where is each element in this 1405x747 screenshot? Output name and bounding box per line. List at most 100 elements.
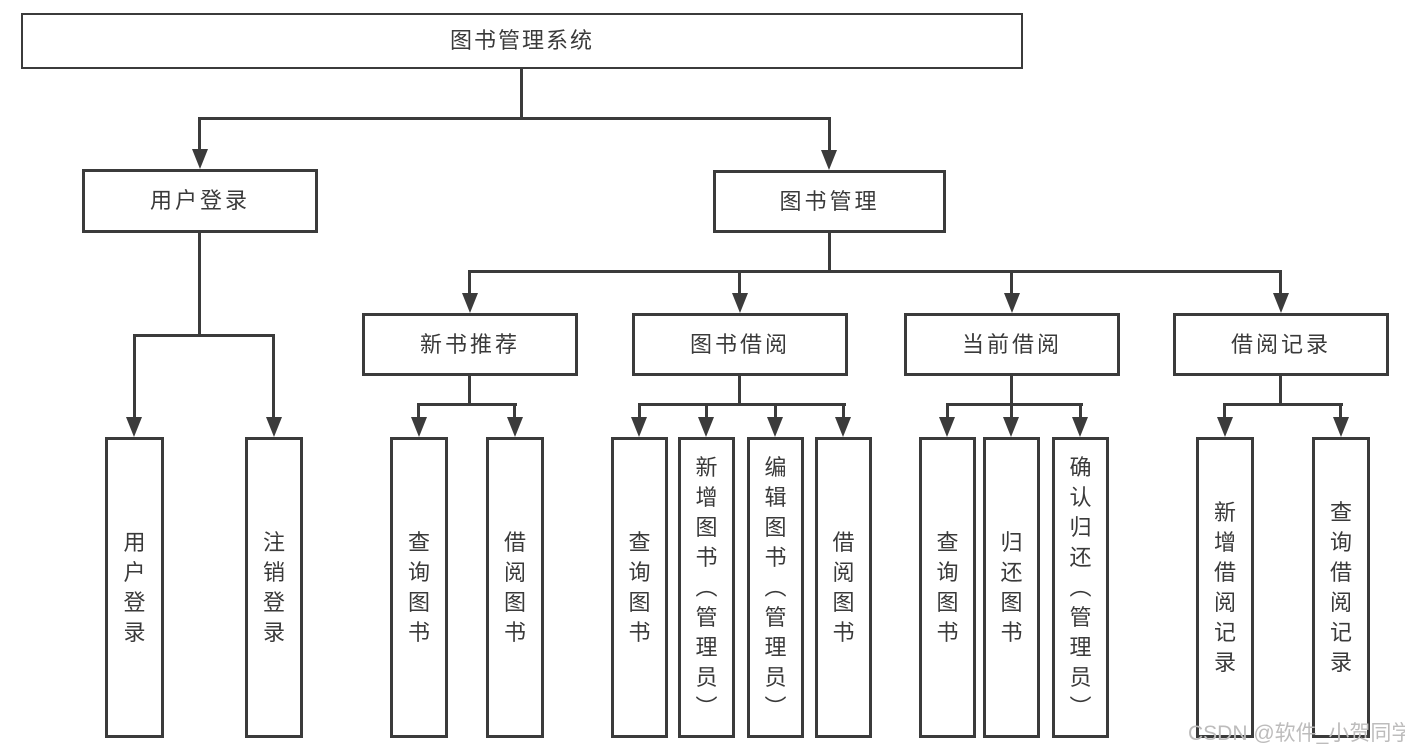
connector-borrow-record-stem — [1279, 376, 1282, 406]
vertical-char: 新 — [1213, 499, 1236, 525]
vertical-char: 借 — [1213, 559, 1236, 585]
vertical-char: 图 — [936, 589, 959, 615]
node-borrowing-records: 借阅记录 — [1173, 313, 1389, 376]
connector-root-stem — [520, 69, 523, 119]
vertical-char: 书 — [503, 619, 526, 645]
vertical-char: 确 — [1069, 454, 1092, 480]
leaf-user-login: 用户登录 — [105, 437, 164, 738]
connector-book-borrow-bar — [638, 403, 846, 406]
vertical-char: 理 — [764, 634, 787, 660]
connector-current-borrow-stem — [1010, 376, 1013, 406]
connector-current-borrow-bar — [946, 403, 1083, 406]
vertical-char: 记 — [1329, 619, 1352, 645]
arrowhead-query-books-1 — [411, 417, 427, 437]
connector-level3-bar — [468, 270, 1282, 273]
connector-shaft-confirm-return — [1079, 403, 1082, 417]
vertical-char: 书 — [764, 544, 787, 570]
arrowhead-borrow-books-1 — [507, 417, 523, 437]
vertical-char: ︶ — [1069, 694, 1092, 720]
vertical-char: 员 — [764, 664, 787, 690]
arrowhead-current-borrow — [1004, 293, 1020, 313]
vertical-char: 编 — [764, 454, 787, 480]
connector-shaft-current-borrow — [1010, 270, 1013, 294]
connector-shaft-book-borrow — [738, 270, 741, 294]
arrowhead-book-borrow — [732, 293, 748, 313]
vertical-char: 管 — [1069, 604, 1092, 630]
vertical-char: ︵ — [1069, 574, 1092, 600]
leaf-query-books: 查询图书 — [611, 437, 668, 738]
connector-shaft-query-record — [1339, 403, 1342, 417]
connector-shaft-query-books-2 — [638, 403, 641, 417]
vertical-char: 书 — [628, 619, 651, 645]
vertical-char: 录 — [1329, 649, 1352, 675]
leaf-add-borrow-record: 新增借阅记录 — [1196, 437, 1254, 738]
vertical-char: 询 — [628, 559, 651, 585]
node-library-management-system: 图书管理系统 — [21, 13, 1023, 69]
leaf-edit-books-admin: 编辑图书︵管理员︶ — [747, 437, 804, 738]
connector-user-login-bar — [133, 334, 275, 337]
vertical-char: 借 — [832, 529, 855, 555]
vertical-char: 借 — [1329, 559, 1352, 585]
arrowhead-leaf-logout — [266, 417, 282, 437]
node-new-book-recommendation: 新书推荐 — [362, 313, 578, 376]
vertical-char: 书 — [1000, 619, 1023, 645]
vertical-char: 销 — [262, 559, 285, 585]
arrowhead-borrow-record — [1273, 293, 1289, 313]
vertical-char: 管 — [764, 604, 787, 630]
vertical-char: 用 — [123, 529, 146, 555]
vertical-char: 询 — [1329, 529, 1352, 555]
vertical-char: 登 — [262, 589, 285, 615]
vertical-char: 登 — [123, 589, 146, 615]
arrowhead-query-books-3 — [939, 417, 955, 437]
vertical-char: 询 — [936, 559, 959, 585]
vertical-char: 书 — [832, 619, 855, 645]
node-current-borrowing: 当前借阅 — [904, 313, 1120, 376]
vertical-char: ︵ — [764, 574, 787, 600]
connector-user-login-stem — [198, 233, 201, 336]
connector-shaft-user-login — [198, 117, 201, 151]
vertical-char: 录 — [262, 619, 285, 645]
vertical-char: 理 — [1069, 634, 1092, 660]
leaf-borrow-books: 借阅图书 — [486, 437, 544, 738]
vertical-char: ︵ — [695, 574, 718, 600]
node-book-borrowing: 图书借阅 — [632, 313, 848, 376]
vertical-char: 阅 — [1213, 589, 1236, 615]
leaf-confirm-return-admin: 确认归还︵管理员︶ — [1052, 437, 1109, 738]
vertical-char: 注 — [262, 529, 285, 555]
vertical-char: 增 — [1213, 529, 1236, 555]
arrowhead-book-management — [821, 150, 837, 170]
vertical-char: 归 — [1069, 514, 1092, 540]
connector-book-borrow-stem — [738, 376, 741, 406]
connector-shaft-leaf-user-login — [133, 334, 136, 418]
arrowhead-user-login — [192, 149, 208, 169]
connector-new-book-stem — [468, 376, 471, 406]
vertical-char: 查 — [1329, 499, 1352, 525]
connector-level2-bar — [198, 117, 831, 120]
arrowhead-return-books — [1003, 417, 1019, 437]
vertical-char: 辑 — [764, 484, 787, 510]
vertical-char: 图 — [628, 589, 651, 615]
vertical-char: 户 — [123, 559, 146, 585]
csdn-watermark: CSDN @软件_小贺同学 — [1188, 722, 1405, 745]
vertical-char: 图 — [407, 589, 430, 615]
connector-shaft-borrow-books-2 — [842, 403, 845, 417]
leaf-return-books: 归还图书 — [983, 437, 1040, 738]
vertical-char: 还 — [1069, 544, 1092, 570]
connector-shaft-edit-books — [774, 403, 777, 417]
vertical-char: 员 — [695, 664, 718, 690]
vertical-char: 管 — [695, 604, 718, 630]
arrowhead-query-books-2 — [631, 417, 647, 437]
vertical-char: 查 — [407, 529, 430, 555]
connector-shaft-borrow-record — [1279, 270, 1282, 294]
vertical-char: 书 — [936, 619, 959, 645]
vertical-char: 图 — [695, 514, 718, 540]
vertical-char: 录 — [1213, 649, 1236, 675]
leaf-query-books: 查询图书 — [390, 437, 448, 738]
vertical-char: 新 — [695, 454, 718, 480]
connector-new-book-bar — [417, 403, 517, 406]
connector-shaft-leaf-logout — [272, 334, 275, 418]
arrowhead-leaf-user-login — [126, 417, 142, 437]
connector-borrow-record-bar — [1223, 403, 1343, 406]
vertical-char: 图 — [503, 589, 526, 615]
